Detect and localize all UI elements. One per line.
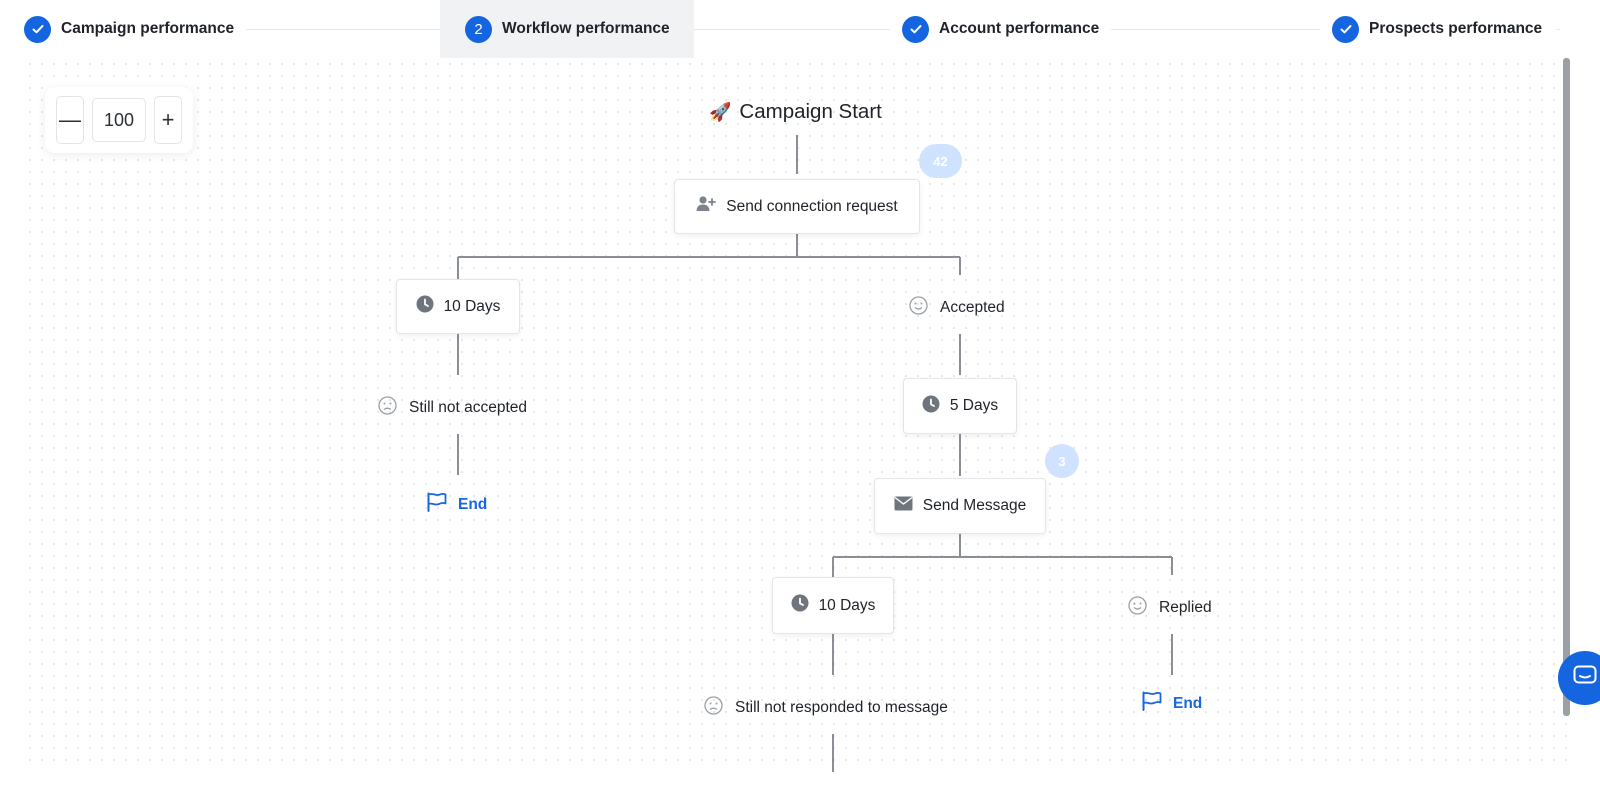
zoom-out-button[interactable]: — — [56, 96, 84, 144]
step-prospects-performance[interactable]: Prospects performance — [1320, 0, 1557, 58]
wait-10-days-node[interactable]: 10 Days — [772, 577, 894, 634]
accepted-condition[interactable]: Accepted — [909, 296, 1005, 320]
smile-icon — [909, 296, 928, 320]
step-workflow-performance[interactable]: 2 Workflow performance — [440, 0, 694, 58]
count-badge: 42 — [919, 144, 962, 178]
send-message-node[interactable]: Send Message — [874, 478, 1046, 534]
step-number: 2 — [465, 15, 492, 43]
check-icon — [1332, 15, 1359, 43]
node-label: 5 Days — [949, 397, 999, 414]
wait-5-days-node[interactable]: 5 Days — [903, 378, 1017, 434]
step-account-performance[interactable]: Account performance — [890, 0, 1112, 58]
campaign-start-label: Campaign Start — [739, 100, 882, 123]
flag-icon — [1141, 691, 1163, 716]
frown-icon — [704, 696, 723, 720]
condition-label: Still not responded to message — [735, 699, 948, 716]
step-label: Campaign performance — [61, 20, 235, 37]
zoom-control: — 100 + — [45, 87, 193, 153]
replied-condition[interactable]: Replied — [1128, 596, 1212, 620]
vertical-scrollbar[interactable] — [1563, 58, 1570, 716]
node-label: 10 Days — [443, 297, 501, 315]
node-label: Send Message — [922, 497, 1027, 514]
smile-icon — [1128, 596, 1147, 620]
still-not-accepted-condition[interactable]: Still not accepted — [378, 396, 527, 420]
send-connection-request-node[interactable]: Send connection request — [674, 179, 920, 234]
end-node[interactable]: End — [426, 492, 487, 517]
frown-icon — [378, 396, 397, 420]
end-label: End — [1173, 694, 1203, 712]
end-label: End — [458, 495, 488, 513]
envelope-icon — [894, 496, 913, 516]
user-plus-icon — [696, 195, 717, 218]
rocket-icon: 🚀 — [709, 101, 732, 122]
node-label: Send connection request — [726, 197, 898, 215]
step-campaign-performance[interactable]: Campaign performance — [12, 0, 247, 58]
campaign-start-node: 🚀 Campaign Start — [709, 100, 882, 124]
wait-10-days-node[interactable]: 10 Days — [396, 279, 520, 334]
zoom-in-button[interactable]: + — [154, 96, 182, 144]
clock-icon — [791, 594, 809, 617]
clock-icon — [922, 395, 940, 418]
progress-stepper: Campaign performance 2 Workflow performa… — [0, 0, 1600, 58]
node-label: 10 Days — [818, 596, 876, 614]
condition-label: Still not accepted — [409, 399, 528, 416]
step-label: Account performance — [939, 20, 1100, 37]
check-icon — [902, 15, 929, 43]
step-label: Workflow performance — [502, 20, 670, 37]
stepper-line — [40, 29, 1560, 30]
workflow-canvas[interactable] — [24, 58, 1572, 770]
count-badge: 3 — [1045, 444, 1079, 478]
condition-label: Replied — [1159, 599, 1212, 616]
end-node[interactable]: End — [1141, 691, 1202, 716]
chat-launcher-button[interactable] — [1558, 651, 1600, 705]
chat-icon — [1573, 665, 1597, 692]
still-not-responded-condition[interactable]: Still not responded to message — [704, 696, 948, 720]
check-icon — [24, 15, 51, 43]
zoom-level-input[interactable]: 100 — [92, 98, 146, 142]
clock-icon — [416, 295, 434, 318]
step-label: Prospects performance — [1369, 20, 1543, 37]
condition-label: Accepted — [940, 299, 1005, 316]
flag-icon — [426, 492, 448, 517]
